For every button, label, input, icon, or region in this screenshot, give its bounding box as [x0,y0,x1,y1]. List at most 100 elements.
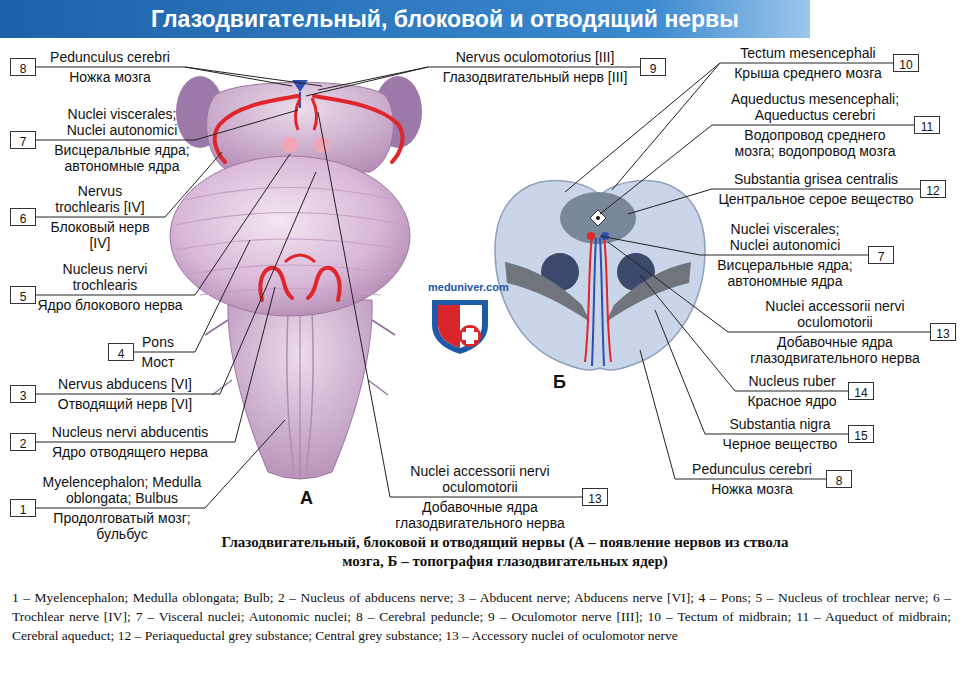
nerve-nuclei-red [314,96,403,162]
figure-letter: Б [553,372,566,392]
russian-term: Ножка мозга [35,69,185,85]
callout-number-box: 10 [893,54,919,72]
russian-term: Ядро отводящего нерва [30,444,230,460]
russian-term: Блоковый нерв [IV] [44,219,156,251]
callout-number-box: 1 [10,499,36,517]
callout-line [36,172,316,394]
nerve-nuclei-red [215,96,298,162]
midbrain-section [495,181,705,370]
brainstem-drawing [372,320,395,335]
russian-term: Добавочные ядра глазодвигательного нерва [385,499,575,531]
latin-term: Nervus abducens [VI] [35,376,215,392]
callout-number: 4 [118,346,125,362]
russian-term: Глазодвигательный нерв [III] [428,69,643,85]
brainstem-drawing [287,310,294,470]
latin-term: Nervus trochlearis [IV] [50,183,150,215]
nerve-nuclei-red [312,98,317,130]
legend-note: 1 – Myelencephalon; Medulla oblongata; B… [12,588,951,645]
callout-number-box: 12 [920,180,946,198]
site-logo [432,300,488,354]
callout-number: 8 [836,473,843,489]
nerve-nuclei-red [295,98,300,130]
callout-number: 5 [20,289,27,305]
russian-term: Мост [128,354,188,370]
latin-term: Nuclei accessorii nervi oculomotorii [395,463,565,495]
nerve-nuclei-red [260,268,292,300]
brainstem-drawing [205,320,228,335]
nerve-nuclei-red [285,255,315,262]
callout-number: 11 [921,119,933,135]
russian-term: Красное ядро [737,393,847,409]
callout-number: 9 [650,61,657,77]
callout-number: 3 [20,388,27,404]
midbrain-section [585,236,592,362]
midbrain-section [592,238,596,366]
russian-term: Ядро блокового нерва [25,297,195,313]
callout-line [36,63,930,508]
russian-term: Продолговатый мозг; бульбус [40,510,205,542]
callout-number-box: 4 [108,343,134,361]
latin-term: Tectum mesencephali [726,45,891,61]
callout-number-box: 7 [868,246,894,264]
latin-term: Pons [128,334,188,350]
callout-number-box: 15 [848,425,874,443]
callout-number-box: 6 [10,208,36,226]
callout-number: 14 [854,385,867,401]
russian-term: Висцеральные ядра; автономные ядра [705,257,865,289]
callout-line [36,67,322,86]
callout-number: 1 [20,502,27,518]
russian-term: Черное вещество [715,436,845,452]
figure-letter: А [300,488,313,508]
callout-number-box: 8 [10,58,36,76]
callout-line [318,112,582,497]
russian-term: Водопровод среднего мозга; водопровод мо… [725,127,905,159]
callout-number-box: 7 [10,131,36,149]
brainstem-drawing [306,310,313,470]
latin-term: Pedunculus cerebri [682,461,822,477]
nerve-nuclei-red [282,137,298,153]
callout-number: 6 [20,211,27,227]
callout-number-box: 3 [10,385,36,403]
latin-term: Pedunculus cerebri [35,49,185,65]
russian-term: Добавочные ядра глазодвигательного нерва [743,334,928,366]
midbrain-section [604,236,611,362]
callout-number: 2 [20,436,27,452]
callout-number: 10 [899,57,912,73]
callout-line [126,240,250,352]
brainstem-drawing [300,305,301,478]
latin-term: Nucleus nervi trochlearis [43,261,168,293]
callout-number-box: 5 [10,286,36,304]
nerve-nuclei-red [308,268,340,300]
midbrain-section [560,192,636,244]
site-logo [459,325,481,347]
midbrain-section [596,216,600,220]
latin-term: Nuclei accessorii nervi oculomotorii [748,298,923,330]
midbrain-section [505,262,590,322]
russian-term: Отводящий нерв [VI] [35,396,215,412]
latin-term: Myelencephalon; Medulla oblongata; Bulbu… [37,474,207,506]
callout-number: 13 [588,491,601,507]
figure-caption: Глазодвигательный, блоковой и отводящий … [200,533,810,571]
brainstem-drawing [185,265,395,275]
callout-number: 12 [926,183,939,199]
brainstem-drawing [176,239,404,250]
callout-number-box: 14 [848,382,874,400]
callout-number-box: 2 [10,433,36,451]
brainstem-drawing [170,156,410,316]
callout-number-box: 9 [640,58,666,76]
callout-number: 8 [20,61,27,77]
midbrain-section [606,262,691,322]
midbrain-section [590,210,606,226]
nerve-nuclei-red [314,137,330,153]
russian-term: Висцеральные ядра; автономные ядра [50,142,195,174]
midbrain-section [587,232,595,240]
callout-number-box: 13 [930,323,956,341]
callout-number-box: 11 [914,116,940,134]
watermark: meduniver.com [428,281,509,294]
callout-number: 15 [854,428,867,444]
site-logo [438,305,482,348]
latin-term: Nuclei viscerales; Nuclei autonomici [715,221,855,253]
site-logo [438,305,460,348]
callout-line [628,189,920,214]
